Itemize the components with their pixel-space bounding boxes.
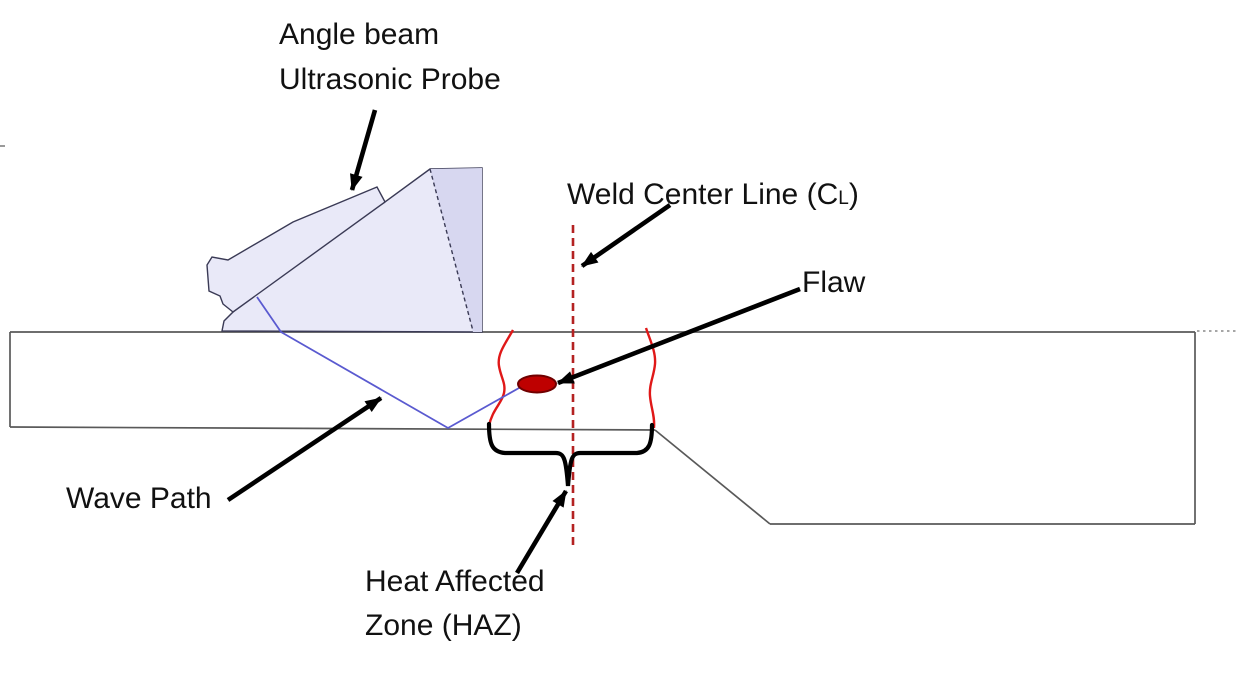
center-line-label-arrow [580,203,672,268]
haz-label-line1: Heat Affected [365,565,545,598]
haz-label-arrow [515,489,568,575]
haz-label: Heat Affected Zone (HAZ) [365,560,545,648]
probe-label: Angle beam Ultrasonic Probe [279,12,501,102]
probe-back-damping-block [430,168,482,332]
probe-transducer-interface-line [232,201,386,313]
flaw-ellipse [517,374,557,394]
annotation-arrows [226,109,801,575]
right-plate-bevel-line [654,429,771,525]
wave-path-label-arrow [226,396,383,502]
flaw-label: Flaw [802,260,865,305]
probe-label-line2: Ultrasonic Probe [279,63,501,96]
weld-boundary-right-line [644,327,657,429]
ultrasonic-probe [206,167,483,333]
weld-center-line-label-text: Weld Center Line (C [567,178,839,211]
probe-label-line1: Angle beam [279,18,440,51]
flaw-label-arrow [557,286,801,386]
wave-path-label-text: Wave Path [66,482,212,515]
wave-path-line [256,296,520,430]
wave-path-label: Wave Path [66,476,212,521]
weld-boundary-left-line [487,329,515,427]
flaw-label-text: Flaw [802,266,866,299]
probe-label-arrow [349,109,378,191]
weld-center-line-label-subscript: L [838,188,849,209]
weld-center-line-label-suffix: ) [848,178,859,211]
haz-brace [486,421,655,487]
probe-wedge-body [206,167,483,333]
haz-label-line2: Zone (HAZ) [365,609,522,642]
weld-center-line-label: Weld Center Line (CL) [567,172,859,221]
